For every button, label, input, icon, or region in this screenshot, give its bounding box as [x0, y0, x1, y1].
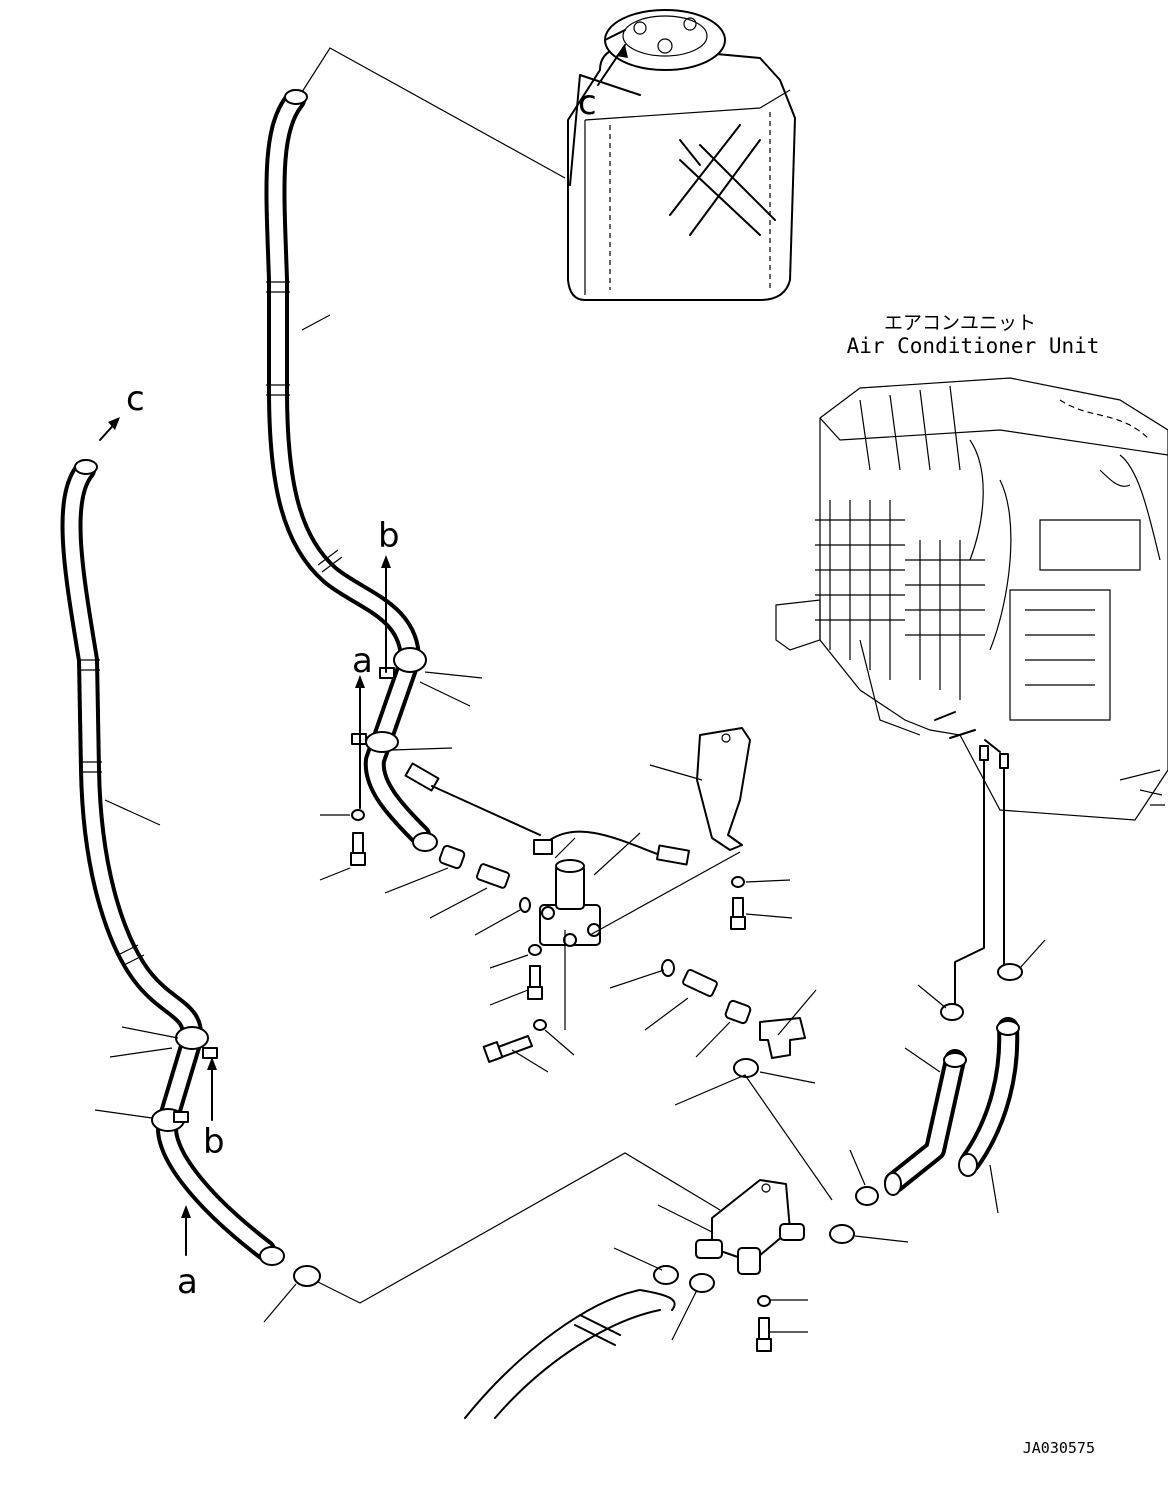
valve-clamps [653, 1265, 715, 1293]
unit-label-japanese: エアコンユニット [884, 312, 1036, 334]
ref-arrowhead-c-tank [616, 45, 628, 58]
lower-clamp-2 [151, 1108, 189, 1132]
hose-clamp-bottom-left [263, 1265, 321, 1323]
drain-clamp-1 [940, 1003, 964, 1021]
valve-connection-line [317, 1152, 721, 1304]
unit-label-english: Air Conditioner Unit [847, 334, 1100, 358]
ref-letter-b-lower: b [203, 1122, 225, 1162]
lower-clamp-1 [175, 1026, 218, 1059]
ref-letter-b-upper: b [378, 516, 400, 556]
upper-hose [264, 89, 421, 671]
mount-bracket [696, 727, 751, 851]
upper-clamp-2 [351, 731, 399, 753]
ref-letter-c-tank: c [578, 83, 597, 123]
drain-clamp-2 [997, 963, 1023, 981]
hose-to-tank-line [301, 47, 566, 179]
valve-leader-lines [613, 1204, 808, 1341]
bolts-washers-center [350, 809, 746, 1063]
ref-letter-a-lower: a [177, 1262, 198, 1302]
drain-hose-2 [958, 1017, 1020, 1177]
bracket-connector-line [589, 851, 741, 936]
ref-letter-c-arrow: c [126, 379, 145, 419]
fitting-1 [438, 844, 531, 913]
drain-leader-lines [849, 1047, 999, 1243]
upper-leader-lines [301, 314, 483, 751]
water-valve [695, 1179, 805, 1352]
drain-hose-1 [884, 1049, 967, 1196]
air-conditioner-unit [775, 377, 1168, 821]
upper-hose-end [412, 832, 438, 852]
bottom-hose [464, 1289, 676, 1419]
drawing-code: JA030575 [1023, 1439, 1095, 1457]
valve-group-line [674, 1074, 833, 1201]
left-hose [60, 459, 285, 1266]
solenoid-valve [533, 839, 601, 947]
drain-line-1 [954, 759, 985, 1011]
left-leader-lines [94, 799, 179, 1119]
reservoir-tank [567, 9, 796, 301]
ref-letter-a-upper: a [352, 641, 373, 681]
drain-clamps-lower [829, 1186, 879, 1244]
wiring-harness [404, 762, 690, 866]
center-leader-lines [319, 764, 817, 1084]
fitting-2 [661, 959, 806, 1078]
